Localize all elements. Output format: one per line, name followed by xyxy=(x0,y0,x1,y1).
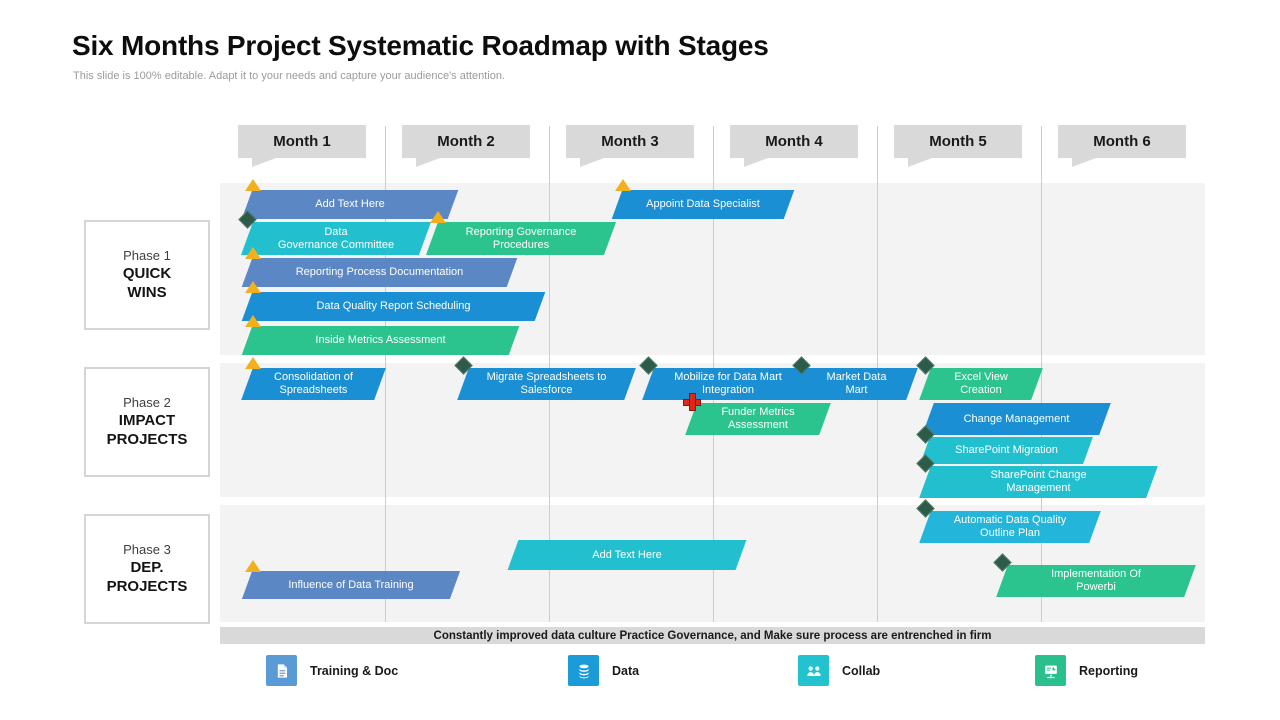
legend-label: Reporting xyxy=(1079,663,1139,678)
document-icon xyxy=(266,655,297,686)
task-bar: Migrate Spreadsheets to Salesforce xyxy=(454,356,636,400)
phase-label: Phase 3 xyxy=(123,541,171,557)
task-bar-label: Migrate Spreadsheets to Salesforce xyxy=(486,371,607,396)
task-bar: Excel View Creation xyxy=(916,356,1043,400)
task-bar-label: Appoint Data Specialist xyxy=(646,198,760,211)
month-header-6: Month 6 xyxy=(1058,125,1186,167)
task-bar: SharePoint Migration xyxy=(916,425,1093,464)
task-bar: Data Quality Report Scheduling xyxy=(241,281,546,321)
task-bar-label: Implementation Of Powerbi xyxy=(1051,568,1141,593)
task-bar: Add Text Here xyxy=(507,540,747,570)
legend-item-data: Data xyxy=(568,655,639,686)
task-bar-label: Automatic Data Quality Outline Plan xyxy=(953,514,1067,539)
phase-3-box: Phase 3 DEP. PROJECTS xyxy=(84,514,210,624)
phase-name: IMPACT PROJECTS xyxy=(106,411,188,448)
month-header-5: Month 5 xyxy=(894,125,1022,167)
presentation-icon xyxy=(1035,655,1066,686)
month-header-1: Month 1 xyxy=(238,125,366,167)
plus-marker-icon xyxy=(683,393,701,411)
phase-name: DEP. PROJECTS xyxy=(106,558,188,595)
task-bar-label: Influence of Data Training xyxy=(288,578,414,591)
bottom-banner-text: Constantly improved data culture Practic… xyxy=(433,629,992,642)
triangle-marker-icon xyxy=(245,315,261,327)
bottom-banner: Constantly improved data culture Practic… xyxy=(220,627,1205,644)
month-header-3: Month 3 xyxy=(566,125,694,167)
task-bar: Implementation Of Powerbi xyxy=(993,553,1196,597)
task-bar: Mobilize for Data Mart Integration xyxy=(639,356,814,400)
task-bar: Reporting Governance Procedures xyxy=(425,211,617,255)
task-bar-label: Add Text Here xyxy=(315,198,385,211)
task-bar: Influence of Data Training xyxy=(241,560,461,599)
task-bar-label: Excel View Creation xyxy=(954,371,1008,396)
task-bar-label: SharePoint Migration xyxy=(955,444,1058,457)
task-bar: Appoint Data Specialist xyxy=(611,179,795,219)
collab-people-icon xyxy=(798,655,829,686)
task-bar-label: Inside Metrics Assessment xyxy=(315,334,446,347)
task-bar-label: Change Management xyxy=(963,412,1070,425)
month-header-4: Month 4 xyxy=(730,125,858,167)
triangle-marker-icon xyxy=(245,179,261,191)
task-bar: Market Data Mart xyxy=(792,356,918,400)
legend-label: Training & Doc xyxy=(310,663,399,678)
task-bar: SharePoint Change Management xyxy=(916,454,1158,498)
legend-item-reporting: Reporting xyxy=(1035,655,1138,686)
triangle-marker-icon xyxy=(245,560,261,572)
database-icon xyxy=(568,655,599,686)
phase-2-box: Phase 2 IMPACT PROJECTS xyxy=(84,367,210,477)
legend-item-collab: Collab xyxy=(798,655,880,686)
task-bar: Inside Metrics Assessment xyxy=(241,315,520,355)
phase-label: Phase 1 xyxy=(123,247,171,263)
legend-item-training-doc: Training & Doc xyxy=(266,655,398,686)
phase-1-box: Phase 1 QUICK WINS xyxy=(84,220,210,330)
task-bar-label: Consolidation of Spreadsheets xyxy=(274,371,353,396)
task-bar: Add Text Here xyxy=(241,179,459,219)
task-bar: Data Governance Committee xyxy=(238,210,432,255)
task-bar: Reporting Process Documentation xyxy=(241,247,518,287)
month-gridline xyxy=(385,126,386,622)
task-bar: Consolidation of Spreadsheets xyxy=(241,357,386,400)
triangle-marker-icon xyxy=(245,357,261,369)
task-bar: Funder Metrics Assessment xyxy=(683,393,831,435)
task-bar-label: Mobilize for Data Mart Integration xyxy=(674,371,782,396)
task-bar-label: Reporting Governance Procedures xyxy=(465,225,577,251)
page-subtitle: This slide is 100% editable. Adapt it to… xyxy=(73,70,505,82)
phase-name: QUICK WINS xyxy=(122,264,172,301)
phase-label: Phase 2 xyxy=(123,394,171,410)
task-bar-label: Add Text Here xyxy=(592,548,662,561)
task-bar: Change Management xyxy=(922,403,1111,435)
task-bar-label: Data Quality Report Scheduling xyxy=(316,300,471,313)
task-bar-label: Market Data Mart xyxy=(826,371,887,396)
triangle-marker-icon xyxy=(245,281,261,293)
task-bar: Automatic Data Quality Outline Plan xyxy=(916,499,1101,543)
triangle-marker-icon xyxy=(430,211,446,223)
month-header-2: Month 2 xyxy=(402,125,530,167)
task-bar-label: Reporting Process Documentation xyxy=(295,266,464,279)
task-bar-label: SharePoint Change Management xyxy=(990,469,1087,494)
triangle-marker-icon xyxy=(615,179,631,191)
task-bar-label: Funder Metrics Assessment xyxy=(721,406,795,431)
month-gridline xyxy=(1041,126,1042,622)
triangle-marker-icon xyxy=(245,247,261,259)
page-title: Six Months Project Systematic Roadmap wi… xyxy=(72,30,769,61)
legend-label: Data xyxy=(612,663,640,678)
legend-label: Collab xyxy=(842,663,881,678)
task-bar-label: Data Governance Committee xyxy=(277,225,395,251)
